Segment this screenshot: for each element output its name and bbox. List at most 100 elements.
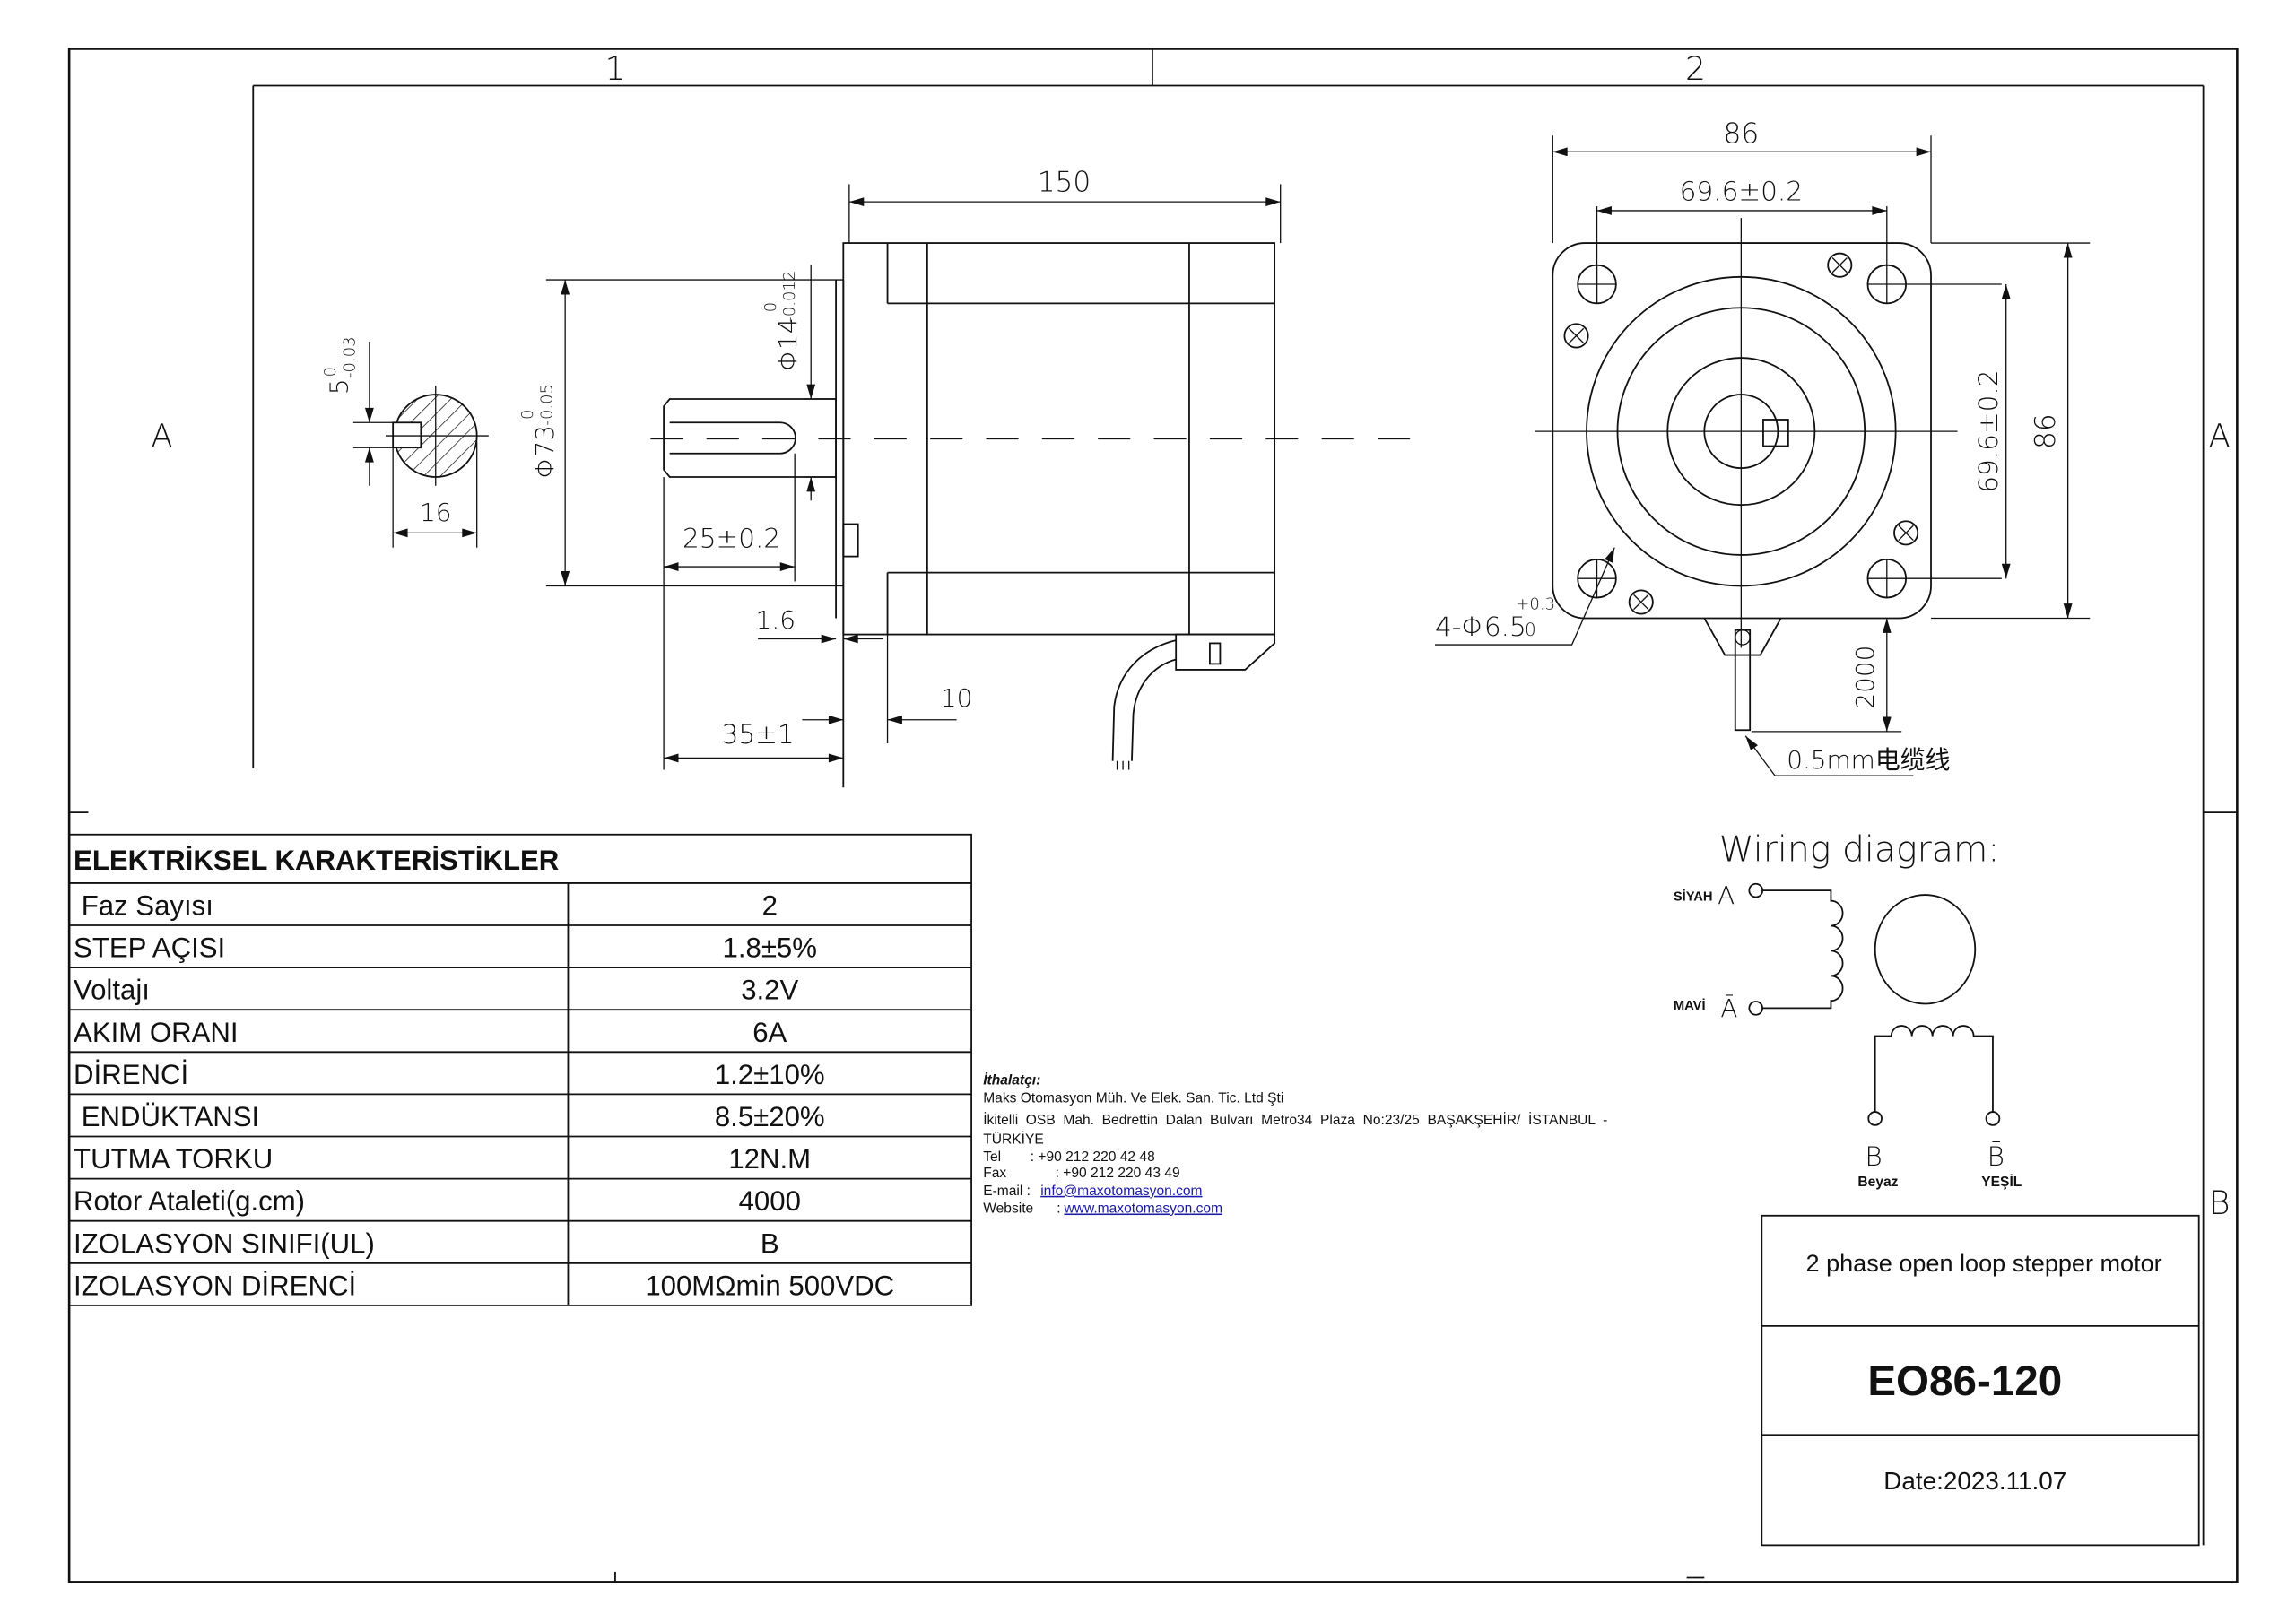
- svg-text:Φ14: Φ14: [773, 317, 803, 370]
- table-row-label: TUTMA TORKU: [74, 1143, 273, 1175]
- side-view: 5 0 -0.03 16 150: [321, 167, 1428, 788]
- importer-company: Maks Otomasyon Müh. Ve Elek. San. Tic. L…: [983, 1090, 1283, 1106]
- key-length-dimension: 25±0.2: [683, 524, 780, 554]
- importer-address-1: İkitelli OSB Mah. Bedrettin Dalan Bulvar…: [983, 1111, 1607, 1128]
- table-row-value: 100MΩmin 500VDC: [645, 1270, 894, 1301]
- flange-diameter-dimension: Φ73 0 -0.05: [518, 384, 560, 479]
- table-row-label: Voltajı: [74, 975, 150, 1006]
- model-number: EO86-120: [1867, 1357, 2062, 1405]
- table-row-label: ENDÜKTANSI: [74, 1101, 259, 1132]
- length-dimension: 150: [1038, 167, 1091, 199]
- motor-body: [842, 242, 1276, 636]
- coil-b: [1874, 1025, 1994, 1113]
- table-row-value: 12N.M: [728, 1143, 811, 1175]
- table-row-value: 2: [762, 890, 778, 922]
- fax-value: : +90 212 220 43 49: [1056, 1166, 1180, 1181]
- wire-b-label: B: [1865, 1141, 1882, 1172]
- holes-tol-lower: 0: [1525, 620, 1536, 640]
- drawing-frame: [67, 48, 2239, 1583]
- fax-label: Fax: [983, 1166, 1006, 1181]
- svg-text:-0.03: -0.03: [340, 336, 359, 378]
- mounting-holes: [1577, 206, 2002, 599]
- wire-b-color: Beyaz: [1857, 1175, 1898, 1190]
- table-row-value: 4000: [739, 1185, 801, 1217]
- width-dimension: 86: [1724, 117, 1760, 150]
- cable: [1111, 639, 1177, 761]
- website-colon: :: [1057, 1201, 1060, 1217]
- key-width-dimension: 5 0 -0.03: [321, 336, 359, 395]
- table-row-value: 6A: [752, 1017, 787, 1048]
- zone-label-row-a-right: A: [2208, 417, 2231, 455]
- boss-depth-dimension: 1.6: [756, 605, 796, 635]
- svg-text:0: 0: [761, 302, 780, 312]
- table-row-label: AKIM ORANI: [74, 1017, 238, 1048]
- website-link[interactable]: www.maxotomasyon.com: [1063, 1201, 1222, 1217]
- wiring-title: Wiring diagram:: [1719, 828, 2000, 870]
- wire-a-label: A: [1718, 880, 1735, 910]
- keyway: [669, 421, 796, 455]
- table-row-label: Faz Sayısı: [74, 890, 213, 922]
- wire-a-bar-color: MAVİ: [1674, 998, 1706, 1013]
- description: 2 phase open loop stepper motor: [1806, 1249, 2162, 1277]
- table-row-value: 3.2V: [741, 975, 798, 1006]
- terminal-a-bar: [1748, 1001, 1764, 1016]
- table-row-label: Rotor Atalet​i(g.cm): [74, 1185, 305, 1217]
- hole-spacing-vertical: 69.6±0.2: [1973, 369, 2004, 492]
- terminal-a: [1748, 882, 1764, 898]
- height-dimension: 86: [2030, 413, 2062, 449]
- coil-a: [1761, 889, 1844, 1010]
- zone-label-col2: 2: [1685, 49, 1706, 88]
- wire-b-bar-color: YEŞİL: [1981, 1174, 2022, 1190]
- wiring-diagram: Wiring diagram: SİYAH A MAVİ Ā B Beyaz B…: [1674, 828, 2022, 1190]
- importer-address-2: TÜRKİYE: [983, 1130, 1044, 1147]
- email-link[interactable]: info@maxotomasyon.com: [1040, 1184, 1202, 1199]
- shaft-length-dimension: 35±1: [722, 719, 795, 750]
- table-row-value: 1.8±5%: [723, 932, 817, 964]
- title-block: 2 phase open loop stepper motor EO86-120…: [1761, 1214, 2200, 1547]
- svg-text:Φ73: Φ73: [530, 425, 560, 478]
- terminal-b: [1867, 1111, 1883, 1126]
- hole-spacing-horizontal: 69.6±0.2: [1680, 176, 1803, 206]
- date: Date:2023.11.07: [1883, 1467, 2066, 1495]
- electrical-characteristics-table: ELEKTRİKSEL KARAKTERİSTİKLER Faz Sayısı 2…: [68, 833, 972, 1306]
- importer-heading: İthalatçı:: [983, 1072, 1040, 1089]
- table-row-value: 1.2±10%: [715, 1059, 825, 1090]
- cable-gland: [1175, 633, 1276, 671]
- wire-a-color: SİYAH: [1674, 889, 1713, 905]
- screw-icons: [1563, 252, 1919, 615]
- table-row-value: 8.5±20%: [715, 1101, 825, 1132]
- cable-length-dimension: 2000: [1850, 646, 1880, 709]
- svg-text:5: 5: [324, 378, 353, 395]
- zone-label-row-a-left: A: [151, 417, 173, 455]
- front-cable: [1734, 629, 1752, 732]
- table-title: ELEKTRİKSEL KARAKTERİSTİKLER: [74, 845, 559, 876]
- importer-info: İthalatçı: Maks Otomasyon Müh. Ve Elek. …: [983, 1072, 1607, 1217]
- wire-b-bar-label: B̄: [1987, 1140, 2005, 1172]
- table-row-label: STEP AÇISI: [74, 932, 225, 964]
- rotor: [1874, 894, 1977, 1005]
- flange-outline: [1552, 242, 1932, 620]
- svg-text:0: 0: [518, 410, 537, 420]
- connector-bump: [842, 523, 859, 558]
- table-row-label: IZOLASYON DİRENCİ: [74, 1270, 356, 1301]
- front-view: 86 69.6±0.2 69.6±0.2 86 2000 0.5mm电缆线 4-…: [1435, 117, 2091, 776]
- tel-value: : +90 212 220 42 48: [1031, 1149, 1155, 1165]
- svg-text:0: 0: [321, 367, 340, 377]
- cable-outlet: [1703, 618, 1782, 656]
- flange-thickness-dimension: 10: [941, 683, 972, 713]
- table-row-label: DİRENCİ: [74, 1059, 188, 1090]
- table-row-value: B: [761, 1227, 779, 1259]
- wire-a-bar-label: Ā: [1720, 993, 1737, 1023]
- zone-label-col1: 1: [604, 49, 625, 88]
- svg-text:-0.012: -0.012: [780, 270, 799, 322]
- email-label: E-mail :: [983, 1184, 1031, 1199]
- mounting-holes-dimension: 4-Φ6.5: [1435, 612, 1526, 642]
- shaft: [663, 398, 838, 478]
- zone-label-row-b-right: B: [2209, 1184, 2231, 1222]
- key-section-dimension: 16: [420, 498, 451, 527]
- shaft-diameter-dimension: Φ14 0 -0.012: [761, 270, 803, 370]
- key: [1762, 419, 1789, 447]
- cable-note: 0.5mm电缆线: [1787, 745, 1950, 775]
- holes-tol-upper: +0.3: [1516, 595, 1555, 614]
